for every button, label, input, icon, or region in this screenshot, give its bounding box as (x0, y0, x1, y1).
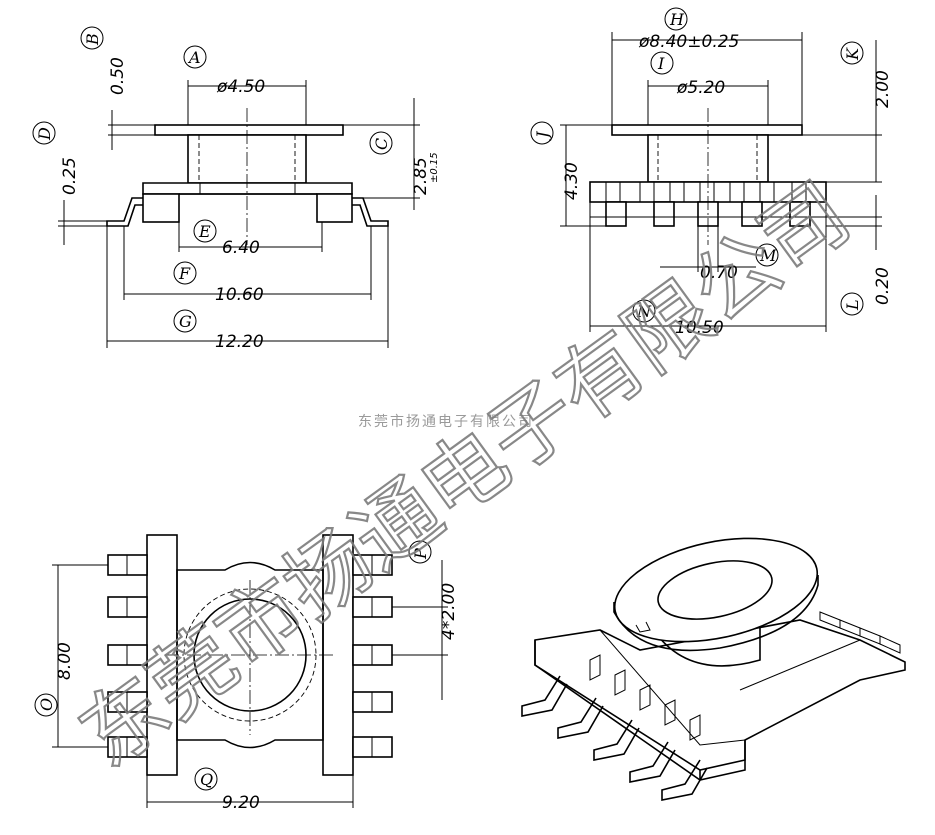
label-I: I (657, 54, 665, 73)
dim-flange-thk: 0.50 (108, 57, 128, 95)
dim-height-top: 8.00 (55, 642, 75, 680)
iso-pins (521, 675, 708, 801)
iso-flange (613, 537, 819, 643)
label-D: D (35, 127, 54, 141)
dim-pin-gap: 0.70 (700, 263, 738, 283)
label-A: A (187, 48, 201, 67)
dim-g-width: 12.20 (215, 332, 264, 352)
watermark-large: 东莞市扬通电子有限公司 (62, 164, 867, 786)
dim-flange-h: 2.00 (873, 70, 893, 108)
label-F: F (178, 264, 191, 283)
dim-body-h: 4.30 (562, 162, 582, 200)
top-flange (154, 124, 344, 136)
label-M: M (759, 246, 777, 265)
dim-pin-thk: 0.25 (60, 157, 80, 195)
pin-left (106, 197, 143, 227)
side-view-left: ø4.50 A 0.50 B 2.85 ±0.15 C 0.25 D 6.40 … (32, 26, 440, 352)
dim-height: 2.85 (411, 157, 431, 195)
pin-right (352, 197, 389, 227)
label-J: J (533, 130, 552, 141)
pins-left (107, 554, 148, 758)
dim-pitch: 4*2.00 (439, 583, 459, 640)
dim-height-tol: ±0.15 (429, 152, 440, 183)
watermark-small: 东莞市扬通电子有限公司 (358, 413, 534, 430)
dim-outer-dia: ø8.40±0.25 (638, 32, 739, 52)
dim-flange-dia: ø4.50 (216, 77, 265, 97)
label-Q: Q (200, 770, 213, 789)
label-E: E (198, 222, 211, 241)
isometric-view (521, 537, 906, 801)
label-G: G (179, 312, 192, 331)
label-C: C (372, 138, 391, 150)
dim-f-width: 10.60 (215, 285, 264, 305)
dim-pin-offset: 0.20 (873, 267, 893, 305)
label-K: K (843, 47, 862, 61)
label-L: L (843, 299, 862, 311)
dim-width-right: 10.50 (675, 318, 724, 338)
label-N: N (636, 302, 652, 321)
label-P: P (411, 548, 430, 560)
base-top (142, 182, 353, 195)
label-B: B (83, 33, 102, 46)
dim-width-top: 9.20 (222, 793, 260, 813)
pin-slots (605, 181, 807, 203)
label-O: O (37, 698, 56, 711)
top-flange-right (611, 124, 803, 136)
body (176, 561, 324, 749)
dim-inner-dia: ø5.20 (676, 78, 725, 98)
side-view-right: ø8.40±0.25 H ø5.20 I 4.30 J 2.00 K 0.70 … (530, 7, 893, 338)
top-view: 8.00 O 4*2.00 P 9.20 Q (34, 534, 459, 813)
pins-right (352, 554, 393, 758)
dim-e-width: 6.40 (222, 238, 260, 258)
label-H: H (669, 10, 685, 29)
